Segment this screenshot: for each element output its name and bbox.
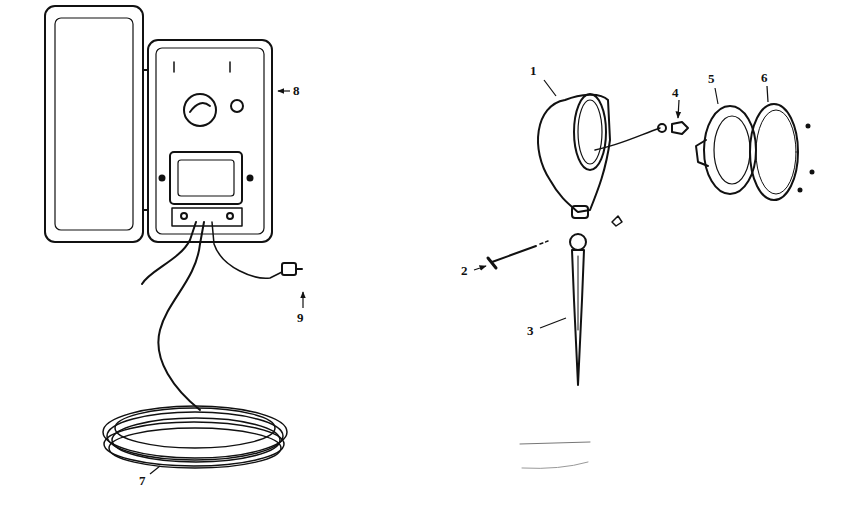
- connector-pin: [296, 268, 302, 270]
- switch-mark: [229, 62, 231, 72]
- screw: [248, 176, 253, 181]
- timer-dial: [184, 94, 216, 126]
- leader-line: [278, 90, 290, 91]
- leader-line: [474, 266, 486, 270]
- terminal: [227, 213, 233, 219]
- stake-knuckle: [570, 234, 586, 250]
- connector: [282, 263, 296, 275]
- housing-rim-inner: [578, 100, 602, 164]
- leader-line: [544, 80, 556, 96]
- callout-number: 6: [761, 71, 768, 84]
- leader-line: [150, 466, 160, 474]
- power-cord: [142, 222, 196, 284]
- bulb: [672, 122, 688, 134]
- bolt-path: [540, 241, 548, 244]
- reflector-inner: [714, 116, 750, 184]
- callout-number: 3: [527, 324, 534, 337]
- dot: [811, 171, 814, 174]
- timer-box: [148, 40, 272, 242]
- lamp-housing: [538, 95, 610, 212]
- reflector-back: [696, 140, 708, 166]
- timer-lid: [45, 6, 143, 242]
- nut: [612, 216, 622, 226]
- callout-number: 5: [708, 72, 715, 85]
- stake-rib: [578, 256, 579, 330]
- housing-mount: [572, 206, 588, 218]
- leader-line: [767, 86, 768, 102]
- bolt: [492, 246, 536, 262]
- dial-pointer: [190, 103, 210, 112]
- dot: [807, 125, 810, 128]
- callout-number: 4: [672, 86, 679, 99]
- bolt-head: [488, 258, 496, 268]
- hinge: [144, 209, 148, 211]
- callout-number: 7: [139, 474, 146, 487]
- housing-rim: [574, 94, 606, 170]
- callout-number: 1: [530, 64, 537, 77]
- timer-box-inner: [156, 48, 264, 234]
- screw: [160, 176, 165, 181]
- timer-window-inner: [178, 160, 234, 196]
- leader-line: [678, 100, 679, 118]
- terminal-block: [172, 208, 242, 226]
- socket: [658, 124, 666, 132]
- scan-mark: [522, 462, 588, 468]
- leader-line: [302, 292, 303, 308]
- hinge: [144, 69, 148, 71]
- terminal: [181, 213, 187, 219]
- switch-mark: [173, 62, 175, 72]
- reflector: [704, 106, 756, 194]
- socket-wire: [595, 128, 660, 150]
- callout-number: 2: [461, 264, 468, 277]
- dot: [799, 189, 802, 192]
- callout-number: 8: [293, 84, 300, 97]
- callout-number: 9: [297, 311, 304, 324]
- scan-mark: [520, 442, 590, 444]
- leader-line: [540, 318, 566, 328]
- lens-inner: [756, 110, 796, 194]
- timer-lid-inner: [55, 18, 133, 230]
- leader-line: [715, 88, 718, 104]
- timer-window: [170, 152, 242, 204]
- cable-coil: [103, 406, 287, 468]
- indicator: [231, 100, 243, 112]
- cable: [158, 222, 204, 410]
- lens: [750, 104, 798, 200]
- stake: [572, 250, 584, 385]
- wire: [212, 222, 282, 278]
